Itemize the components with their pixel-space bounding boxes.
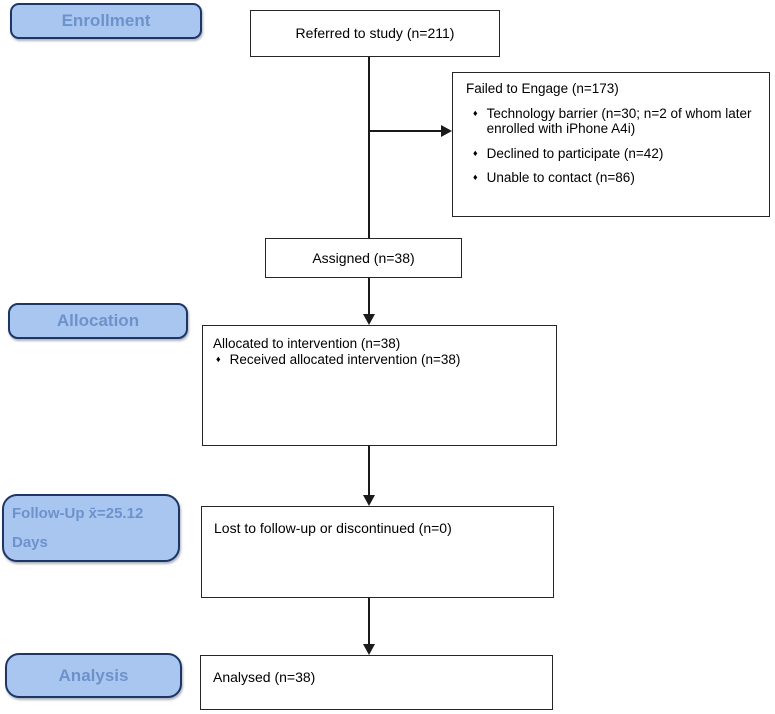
arrowhead-right-icon [441,125,452,137]
list-item: ♦ Unable to contact (n=86) [466,170,761,186]
stage-label-allocation: Allocation [8,303,188,339]
flow-box-analysed-text: Analysed (n=38) [213,669,316,685]
connector-branch-to-failed [369,130,442,132]
flow-box-allocated: Allocated to intervention (n=38) ♦ Recei… [202,325,557,446]
flow-box-referred: Referred to study (n=211) [250,10,500,57]
stage-label-followup-mean-days: Follow-Up x̄=25.12 Days [2,494,180,562]
arrowhead-down-icon [363,495,375,506]
flow-box-failed-to-engage: Failed to Engage (n=173) ♦ Technology ba… [452,72,770,217]
flow-box-assigned-text: Assigned (n=38) [312,249,415,266]
bullet-diamond-icon: ♦ [473,147,478,158]
list-item-text: Received allocated intervention (n=38) [229,351,461,367]
flow-box-assigned: Assigned (n=38) [265,238,462,278]
bullet-diamond-icon: ♦ [473,172,478,183]
list-item-text: Declined to participate (n=42) [486,145,664,161]
flow-box-lost-text: Lost to follow-up or discontinued (n=0) [214,520,452,536]
arrowhead-down-icon [363,314,375,325]
stage-label-analysis: Analysis [5,653,182,698]
list-item: ♦ Technology barrier (n=30; n=2 of whom … [466,106,761,137]
stage-label-enrollment: Enrollment [10,3,202,39]
connector-referred-to-assigned [368,57,370,238]
connector-allocated-to-lost [368,446,370,496]
connector-lost-to-analysed [368,598,370,645]
flow-box-referred-text: Referred to study (n=211) [295,25,455,42]
arrowhead-down-icon [363,644,375,655]
list-item: ♦ Declined to participate (n=42) [466,146,761,162]
flow-box-failed-title: Failed to Engage (n=173) [466,81,619,96]
list-item-text: Technology barrier (n=30; n=2 of whom la… [486,105,752,137]
bullet-diamond-icon: ♦ [216,353,221,364]
flow-box-lost-to-followup: Lost to follow-up or discontinued (n=0) [201,506,554,598]
flow-box-analysed: Analysed (n=38) [200,655,553,710]
list-item: ♦ Received allocated intervention (n=38) [213,352,548,368]
connector-assigned-to-allocated [368,278,370,316]
bullet-diamond-icon: ♦ [473,107,478,118]
flow-box-allocated-title: Allocated to intervention (n=38) [213,336,401,351]
list-item-text: Unable to contact (n=86) [486,170,635,186]
